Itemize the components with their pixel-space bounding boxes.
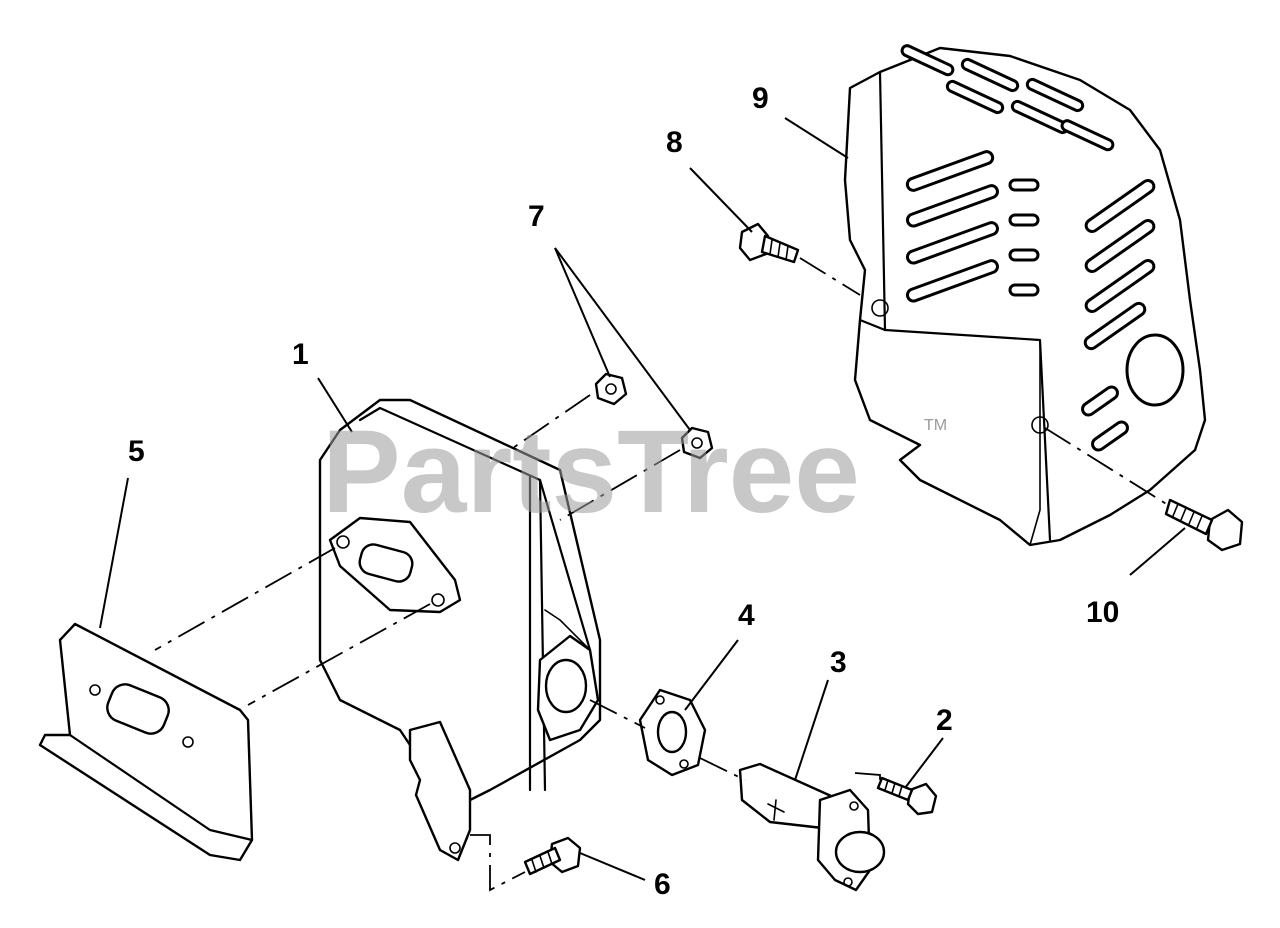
partstree-watermark: PartsTree TM xyxy=(322,406,947,538)
muffler-part-1[interactable] xyxy=(318,398,602,862)
callout-9: 9 xyxy=(752,82,769,115)
watermark-text: PartsTree xyxy=(322,406,860,538)
watermark-trademark: TM xyxy=(924,417,947,434)
screw-part-8[interactable] xyxy=(738,222,800,264)
callout-labels: 1 2 3 4 5 6 7 8 9 10 xyxy=(128,82,1119,901)
callout-5: 5 xyxy=(128,435,145,468)
gasket-part-4[interactable] xyxy=(638,688,707,777)
nut-part-7-lower[interactable] xyxy=(680,426,714,460)
callout-6: 6 xyxy=(654,868,671,901)
exhaust-tube-part-3[interactable] xyxy=(738,762,886,892)
callout-4: 4 xyxy=(738,599,755,632)
heat-shield-part-9[interactable] xyxy=(843,44,1207,547)
leader-lines xyxy=(99,117,1186,881)
screw-part-6[interactable] xyxy=(523,836,582,876)
screw-part-2[interactable] xyxy=(876,776,938,816)
callout-8: 8 xyxy=(666,126,683,159)
callout-10: 10 xyxy=(1086,596,1119,629)
deflector-plate-part-5[interactable] xyxy=(38,622,254,862)
callout-2: 2 xyxy=(936,704,953,737)
nut-part-7-upper[interactable] xyxy=(594,372,628,406)
callout-1: 1 xyxy=(292,338,309,371)
screw-part-10[interactable] xyxy=(1164,498,1244,552)
callout-7: 7 xyxy=(528,200,545,233)
callout-3: 3 xyxy=(830,646,847,679)
assembly-lines xyxy=(154,257,1169,892)
